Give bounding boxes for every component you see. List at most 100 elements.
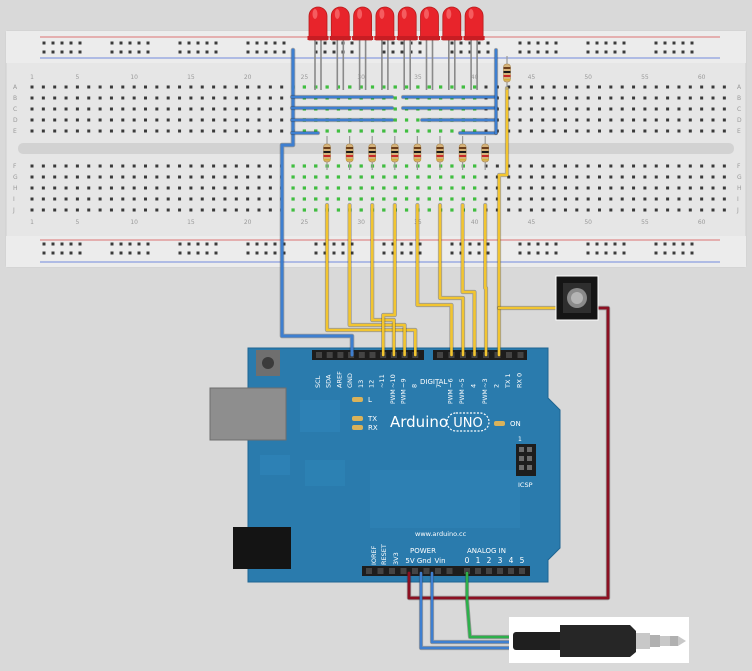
breadboard-hole: [87, 186, 91, 190]
breadboard-hole: [643, 85, 647, 89]
active-hole: [461, 164, 465, 168]
breadboard-hole: [178, 96, 182, 100]
breadboard-hole: [132, 175, 136, 179]
rail-hole: [663, 41, 667, 45]
breadboard-hole: [722, 197, 726, 201]
rail-hole: [42, 242, 46, 246]
power-pin-label: IOREF: [370, 545, 378, 565]
breadboard-hole: [654, 96, 658, 100]
breadboard-hole: [155, 96, 159, 100]
breadboard-hole: [155, 197, 159, 201]
breadboard-hole: [598, 96, 601, 100]
breadboard-hole: [257, 208, 261, 212]
breadboard-hole: [711, 129, 715, 133]
breadboard-hole: [495, 175, 499, 179]
rail-hole: [409, 251, 413, 255]
breadboard-hole: [609, 85, 613, 89]
column-number: 45: [528, 219, 536, 226]
analog-header: [460, 566, 530, 576]
rail-hole: [477, 41, 481, 45]
active-hole: [439, 197, 443, 201]
led-body: [308, 6, 328, 41]
breadboard-hole: [223, 118, 227, 122]
breadboard-hole: [155, 175, 159, 179]
breadboard-hole: [109, 85, 113, 89]
rail-hole: [536, 50, 540, 54]
breadboard-hole: [563, 107, 567, 111]
breadboard-hole: [53, 96, 57, 100]
rail-hole: [622, 50, 626, 54]
header-pin: [358, 352, 365, 358]
breadboard-hole: [666, 129, 670, 133]
rail-hole: [264, 242, 268, 246]
breadboard-hole: [711, 208, 715, 212]
breadboard-hole: [575, 85, 579, 89]
breadboard-hole: [234, 118, 238, 122]
resistor: [503, 56, 511, 90]
header-pin: [486, 568, 492, 574]
led: [396, 6, 418, 90]
breadboard-hole: [495, 197, 499, 201]
breadboard-hole: [144, 186, 147, 190]
breadboard-hole: [212, 118, 216, 122]
breadboard-hole: [144, 118, 147, 122]
wire: [465, 571, 517, 639]
rail-hole: [595, 50, 599, 54]
led-highlight: [424, 9, 429, 19]
header-pin: [497, 568, 503, 574]
active-hole: [336, 208, 341, 212]
rail-hole: [246, 242, 250, 246]
column-number: 15: [187, 219, 195, 226]
rail-hole: [391, 242, 395, 246]
rail-hole: [459, 41, 463, 45]
breadboard-hole: [609, 107, 613, 111]
breadboard-hole: [30, 107, 34, 111]
rail-hole: [51, 50, 55, 54]
resistor: [458, 136, 467, 170]
breadboard-hole: [98, 85, 102, 89]
header-pin: [519, 568, 525, 574]
breadboard-hole: [518, 129, 522, 133]
breadboard-hole: [189, 186, 193, 190]
resistor: [390, 136, 399, 170]
breadboard-hole: [53, 164, 57, 168]
breadboard-hole: [722, 118, 726, 122]
active-hole: [314, 175, 318, 179]
breadboard-hole: [75, 164, 79, 168]
breadboard-hole: [632, 197, 636, 201]
rail-hole: [690, 242, 694, 246]
rail-hole: [586, 50, 590, 54]
breadboard-hole: [541, 186, 545, 190]
rail-hole: [246, 41, 250, 45]
active-hole: [450, 186, 454, 190]
breadboard-hole: [688, 85, 692, 89]
breadboard-hole: [654, 175, 658, 179]
rail-hole: [604, 251, 608, 255]
rail-hole: [128, 41, 132, 45]
icsp-pin: [527, 456, 532, 461]
breadboard-hole: [200, 208, 204, 212]
breadboard-hole: [598, 107, 601, 111]
breadboard-hole: [495, 85, 499, 89]
breadboard-hole: [722, 107, 726, 111]
breadboard-hole: [541, 197, 545, 201]
rail-hole: [51, 41, 55, 45]
breadboard-hole: [212, 96, 216, 100]
breadboard-hole: [654, 85, 658, 89]
breadboard-hole: [144, 197, 147, 201]
breadboard-hole: [53, 208, 57, 212]
breadboard-hole: [41, 208, 45, 212]
rail-hole: [314, 251, 318, 255]
pin-label: SCL: [314, 375, 322, 388]
active-hole: [302, 164, 306, 168]
breadboard-hole: [41, 164, 45, 168]
active-hole: [291, 175, 295, 179]
active-hole: [461, 129, 465, 133]
breadboard-hole: [189, 164, 193, 168]
breadboard-hole: [529, 107, 533, 111]
rail-hole: [554, 50, 558, 54]
rail-hole: [545, 41, 549, 45]
rail-hole: [119, 50, 123, 54]
breadboard-hole: [518, 107, 522, 111]
breadboard-hole: [598, 85, 601, 89]
